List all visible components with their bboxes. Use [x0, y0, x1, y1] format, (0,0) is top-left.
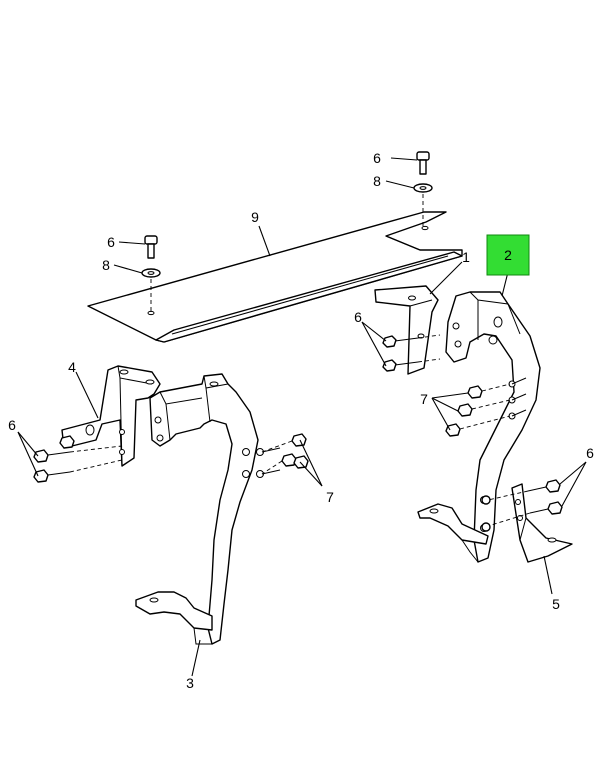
leader-lines: [17, 157, 587, 677]
bolt-6-upper-left[interactable]: [144, 235, 158, 259]
callout-3: 3: [186, 675, 194, 691]
washer-8-upper-right[interactable]: [413, 183, 433, 193]
part-1-angle-bracket[interactable]: [374, 285, 439, 375]
part-5-lower-bracket[interactable]: [511, 483, 573, 563]
part-9-shield-plate[interactable]: [87, 211, 463, 343]
callout-6-top-right: 6: [373, 150, 381, 166]
callout-5: 5: [552, 596, 560, 612]
callout-7-left: 7: [326, 489, 334, 505]
callout-1: 1: [462, 249, 470, 265]
part-2-right-bracket[interactable]: [417, 291, 541, 563]
callout-6-right: 6: [586, 445, 594, 461]
callout-6-top-left: 6: [107, 234, 115, 250]
nuts-7-left-bracket[interactable]: [261, 433, 309, 475]
callout-9: 9: [251, 209, 259, 225]
highlight-box-item-2: [486, 234, 530, 276]
bolts-6-right-side[interactable]: [481, 479, 563, 532]
nuts-7-right-bracket[interactable]: [445, 377, 527, 437]
bolt-6-upper-right[interactable]: [416, 151, 430, 175]
callout-7-right: 7: [420, 391, 428, 407]
callout-4: 4: [68, 359, 76, 375]
callout-6-bracket-1: 6: [354, 309, 362, 325]
bolts-6-left-side[interactable]: [33, 435, 123, 483]
callout-6-left: 6: [8, 417, 16, 433]
washer-8-upper-left[interactable]: [141, 268, 161, 278]
callout-2: 2: [504, 247, 512, 263]
callout-8-top-right: 8: [373, 173, 381, 189]
part-3-left-large-bracket[interactable]: [135, 373, 264, 645]
callout-8-top-left: 8: [102, 257, 110, 273]
bolts-6-at-bracket-1[interactable]: [382, 334, 441, 372]
part-4-left-bracket[interactable]: [61, 365, 161, 467]
